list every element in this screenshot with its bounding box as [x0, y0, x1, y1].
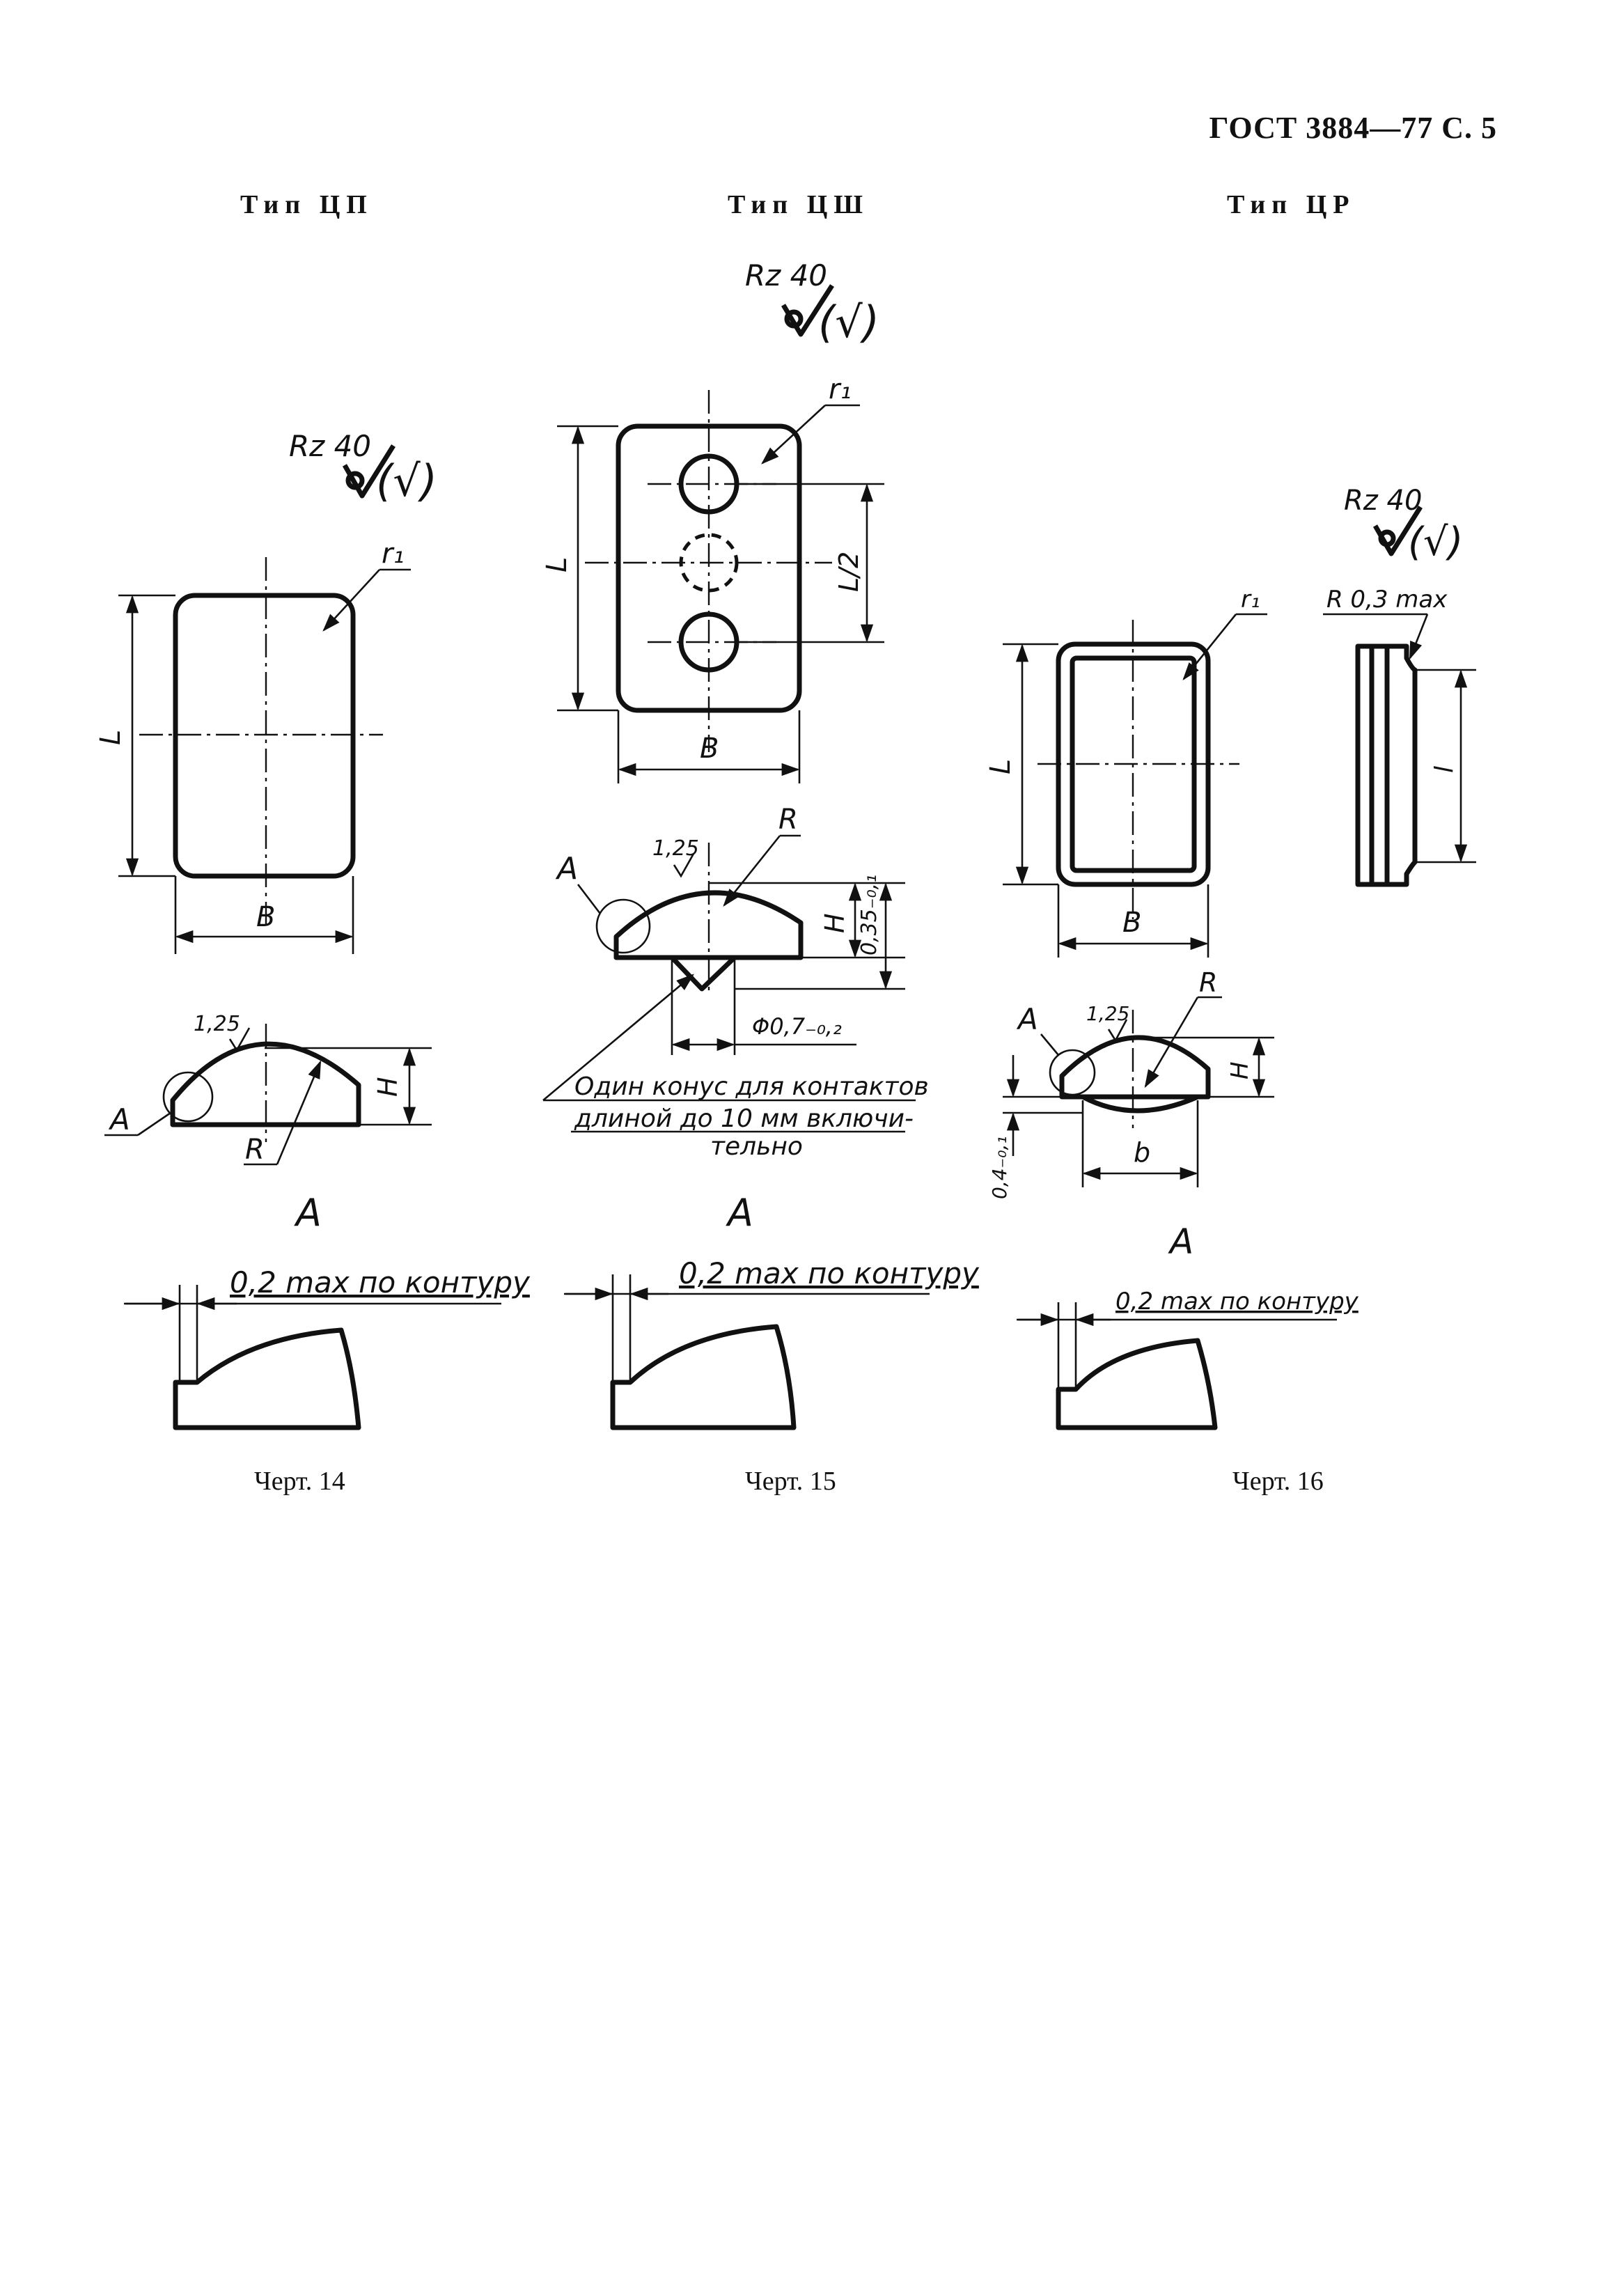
figure-14: Rz 40 (√) L B r₁ A 1,25 — [95, 429, 531, 1430]
contact-outline-14 — [173, 593, 356, 879]
circle-mark-icon — [1378, 529, 1396, 547]
dim-label-B-15: B — [700, 733, 719, 765]
detail-marker-circle-15 — [595, 898, 651, 954]
dim-label-H-14: H — [373, 1077, 403, 1097]
roughness-symbol-14: Rz 40 (√) — [289, 429, 437, 506]
type-label-cr: Тип ЦР — [1227, 190, 1356, 219]
roughness-text-16: Rz 40 — [1344, 485, 1422, 517]
note-line-1-15: Один конус для контактов — [574, 1072, 929, 1101]
detail-title-14: A — [294, 1191, 322, 1235]
roughness-text-15: Rz 40 — [745, 258, 827, 292]
detail-profile-14 — [173, 1327, 361, 1430]
dim-label-cone-dia-15: Φ0,7₋₀,₂ — [752, 1013, 842, 1040]
groove-profile-16 — [1081, 1094, 1199, 1114]
view-marker-15: A — [555, 851, 578, 887]
figure-caption-15: Черт. 15 — [745, 1467, 836, 1496]
dim-label-r1-15: r₁ — [829, 373, 851, 405]
side-profile-15 — [613, 890, 804, 960]
dim-label-b-16: b — [1134, 1137, 1150, 1168]
hole-top-15 — [678, 453, 739, 515]
side-narrow-profile-16 — [1355, 643, 1418, 887]
roughness-small-16: 1,25 — [1086, 1002, 1129, 1025]
type-label-cp: Тип ЦП — [240, 190, 373, 219]
dim-label-r1-16: r₁ — [1241, 586, 1260, 614]
dim-label-B-14: B — [256, 901, 275, 933]
figure-15: Rz 40 (√) L L/2 B r₁ — [541, 258, 980, 1430]
dim-label-R-14: R — [245, 1134, 265, 1166]
detail-marker-circle-14 — [162, 1071, 214, 1123]
side-profile-16 — [1059, 1035, 1211, 1100]
dim-label-L-16: L — [985, 759, 1017, 774]
dim-label-l-16: l — [1430, 766, 1459, 773]
dim-label-H-15: H — [820, 913, 850, 933]
dim-label-H-16: H — [1226, 1061, 1254, 1079]
dim-label-side-radius-16: R 0,3 max — [1326, 586, 1448, 614]
detail-profile-16 — [1056, 1338, 1218, 1430]
view-marker-16: A — [1016, 1002, 1038, 1036]
circle-mark-icon — [784, 309, 804, 329]
detail-profile-15 — [610, 1324, 797, 1430]
roughness-symbol-15: Rz 40 (√) — [745, 258, 879, 347]
page-header: ГОСТ 3884—77 С. 5 — [1209, 111, 1497, 145]
detail-title-16: A — [1168, 1221, 1193, 1262]
figure-caption-16: Черт. 16 — [1232, 1467, 1324, 1496]
dim-label-L2-15: L/2 — [833, 552, 864, 592]
roughness-paren-16: (√) — [1408, 520, 1463, 565]
detail-note-15: 0,2 max по контуру — [679, 1256, 980, 1290]
cone-profile-15 — [670, 955, 737, 992]
detail-note-16: 0,2 max по контуру — [1115, 1288, 1359, 1315]
figure-caption-14: Черт. 14 — [254, 1467, 345, 1496]
figure-16: Rz 40 (√) L B r₁ R 0,3 max l — [985, 485, 1476, 1430]
note-line-3-15: тельно — [710, 1132, 803, 1161]
note-line-2-15: длиной до 10 мм включи- — [574, 1104, 914, 1133]
dim-label-cone-height-15: 0,35₋₀,₁ — [857, 875, 882, 955]
dim-label-R-16: R — [1199, 967, 1217, 998]
circle-mark-icon — [345, 471, 365, 490]
hole-middle-15 — [679, 533, 739, 593]
dim-label-L-15: L — [541, 557, 573, 572]
roughness-paren-14: (√) — [376, 455, 437, 506]
view-marker-14: A — [108, 1102, 130, 1137]
roughness-symbol-16: Rz 40 (√) — [1344, 485, 1463, 565]
detail-marker-circle-16 — [1049, 1049, 1096, 1096]
roughness-text-14: Rz 40 — [289, 429, 371, 463]
dim-label-groove-depth-16: 0,4₋₀,₁ — [988, 1136, 1011, 1199]
detail-note-14: 0,2 max по контуру — [230, 1265, 531, 1299]
roughness-paren-15: (√) — [818, 297, 879, 347]
detail-title-15: A — [726, 1191, 753, 1235]
dim-label-B-16: B — [1122, 907, 1141, 939]
type-label-csh: Тип ЦШ — [728, 190, 869, 219]
dim-label-L-14: L — [95, 730, 127, 745]
dim-label-R-15: R — [778, 804, 798, 836]
dim-label-r1-14: r₁ — [382, 538, 404, 570]
roughness-small-14: 1,25 — [194, 1012, 240, 1036]
hole-bottom-15 — [678, 611, 739, 673]
